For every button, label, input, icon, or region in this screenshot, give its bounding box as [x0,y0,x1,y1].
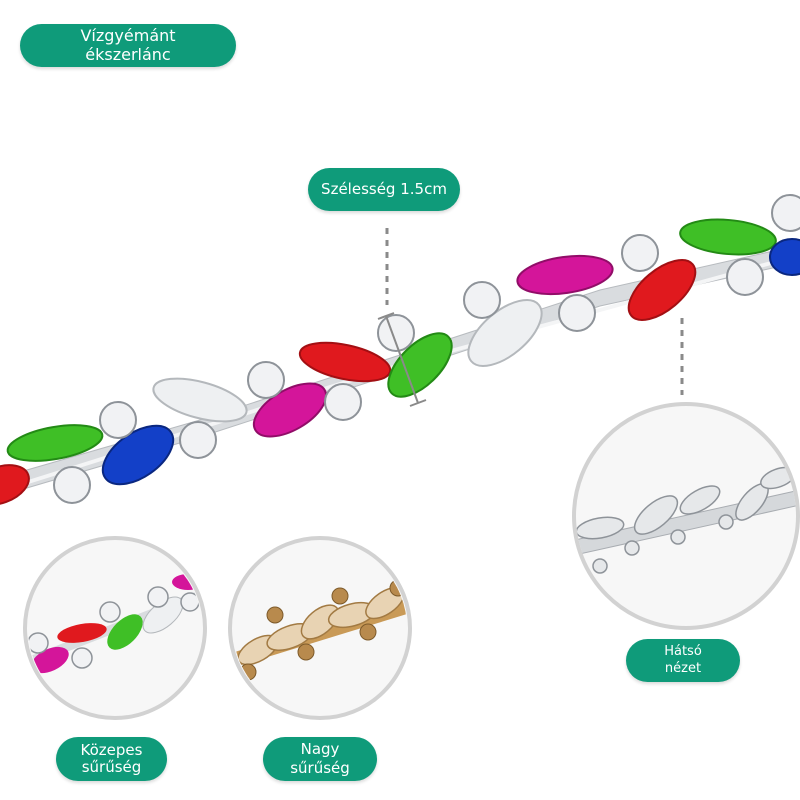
back-view-label: Hátsó nézet [626,639,740,682]
stone-green [6,424,104,462]
rhinestone [771,194,800,232]
title-line1: Vízgyémánt [80,26,176,46]
stone-clear [152,377,248,423]
rhinestone [53,466,91,504]
medium-density-label: Közepes sűrűség [56,737,167,781]
back-line2: nézet [664,660,702,676]
stone-green [387,332,453,398]
stone-red [627,259,697,321]
rhinestone [377,314,415,352]
rhinestone [621,234,659,272]
width-text: Szélesség 1.5cm [321,179,447,198]
back-view-detail [572,402,800,630]
stone-green [679,218,777,256]
main-chain [0,194,800,506]
medium-line2: sűrűség [81,758,142,776]
rhinestone [247,361,285,399]
medium-density-detail [23,536,207,720]
high-density-detail [228,536,412,720]
stone-red [298,341,392,383]
stone-blue [769,238,800,276]
width-measure [377,312,427,407]
high-density-label: Nagy sűrűség [263,737,377,781]
width-label: Szélesség 1.5cm [308,168,460,211]
title-label: Vízgyémánt ékszerlánc [20,24,236,67]
back-line1: Hátsó [664,643,702,659]
rhinestone [463,281,501,319]
rhinestone [726,258,764,296]
medium-line1: Közepes [80,740,143,759]
rhinestone [324,383,362,421]
title-line2: ékszerlánc [85,44,171,64]
rhinestone [179,421,217,459]
high-line2: sűrűség [290,759,350,777]
stone-magenta [516,254,614,296]
high-line1: Nagy [300,739,340,758]
stone-red [0,464,30,506]
rhinestone [558,294,596,332]
rhinestone [99,401,137,439]
